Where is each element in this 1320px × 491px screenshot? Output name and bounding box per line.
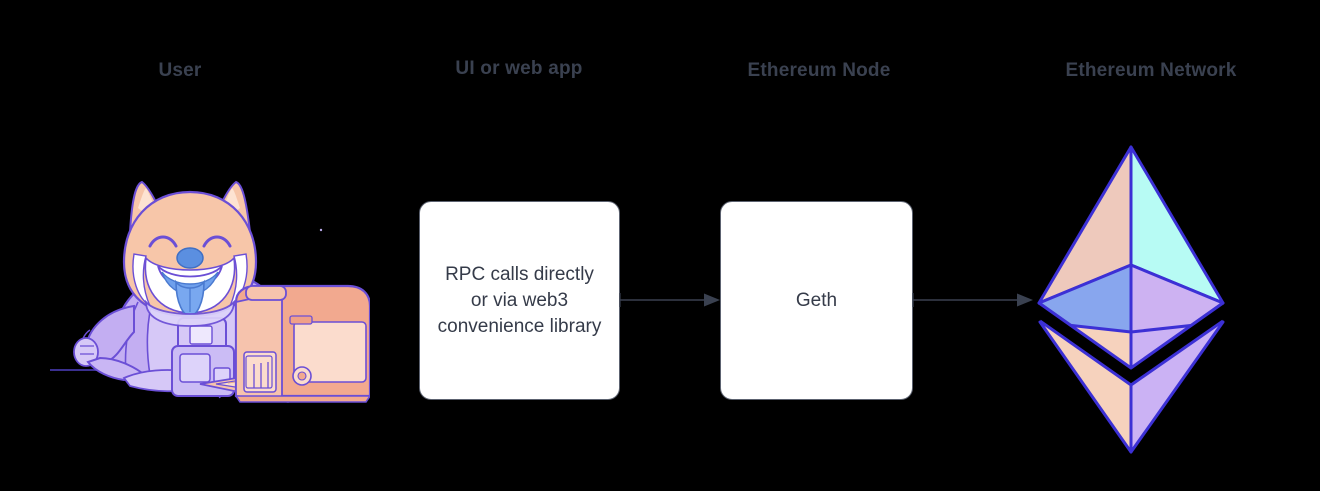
column-title-ui-web-app: UI or web app bbox=[455, 58, 583, 79]
shiba-head bbox=[122, 180, 258, 327]
retro-computer bbox=[199, 284, 370, 403]
column-title-ethereum-node: Ethereum Node bbox=[747, 60, 891, 81]
arrowhead-icon bbox=[1017, 293, 1033, 307]
eth-lower-top-edge bbox=[1039, 319, 1224, 387]
ethereum-diamond-logo bbox=[1037, 145, 1225, 454]
node-rpc-calls[interactable]: RPC calls directly or via web3 convenien… bbox=[419, 201, 620, 400]
node-rpc-calls-label: RPC calls directly or via web3 convenien… bbox=[437, 263, 602, 337]
speck-dot bbox=[319, 228, 323, 232]
column-title-user: User bbox=[158, 60, 202, 81]
eth-center-gap bbox=[1039, 303, 1223, 384]
arrowhead-icon bbox=[704, 293, 720, 307]
node-geth[interactable]: Geth bbox=[720, 201, 913, 400]
connector-geth-to-network bbox=[912, 293, 1033, 307]
user-avatar-illustration bbox=[50, 180, 370, 403]
connector-rpc-to-geth bbox=[619, 293, 720, 307]
column-title-ethereum-network: Ethereum Network bbox=[1065, 60, 1237, 81]
node-geth-label: Geth bbox=[795, 289, 838, 311]
eth-upper-bottom-edge bbox=[1038, 301, 1224, 370]
